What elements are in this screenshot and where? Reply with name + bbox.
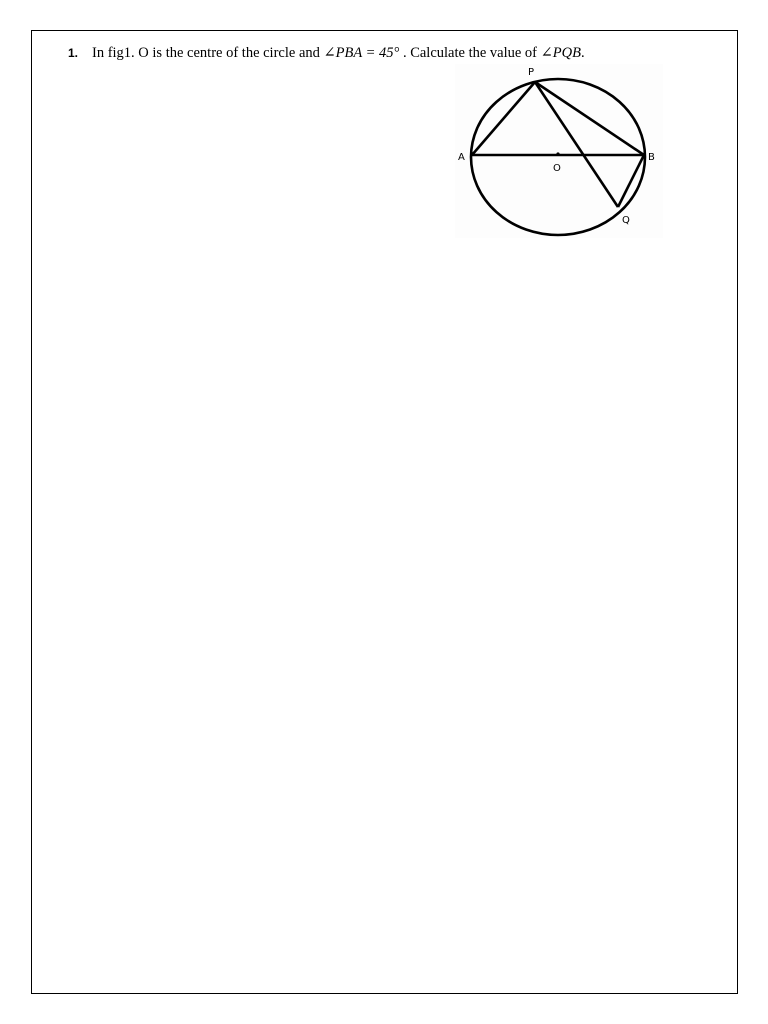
target-angle: ∠PQB — [540, 45, 581, 61]
question-text-end: . — [580, 45, 585, 61]
circle-outline — [469, 77, 647, 237]
label-B: B — [648, 152, 655, 163]
chord-PA — [471, 81, 536, 156]
centre-point — [556, 152, 560, 156]
chord-PQ — [533, 81, 620, 208]
question-number: 1. — [68, 46, 79, 60]
question-1: 1. In fig1. O is the centre of the circle… — [68, 44, 585, 62]
chord-PB — [534, 80, 645, 157]
label-Q: Q — [622, 215, 630, 226]
label-A: A — [458, 152, 465, 163]
question-text-before: In fig1. O is the centre of the circle a… — [92, 45, 320, 61]
label-P: P — [528, 67, 534, 78]
circle-figure: P A B O Q — [455, 64, 663, 238]
page-border — [31, 30, 738, 994]
chord-QB — [616, 154, 646, 208]
given-angle: ∠PBA = 45° — [323, 45, 400, 61]
question-text-middle: . Calculate the value of — [402, 45, 538, 61]
label-O: O — [553, 163, 561, 174]
